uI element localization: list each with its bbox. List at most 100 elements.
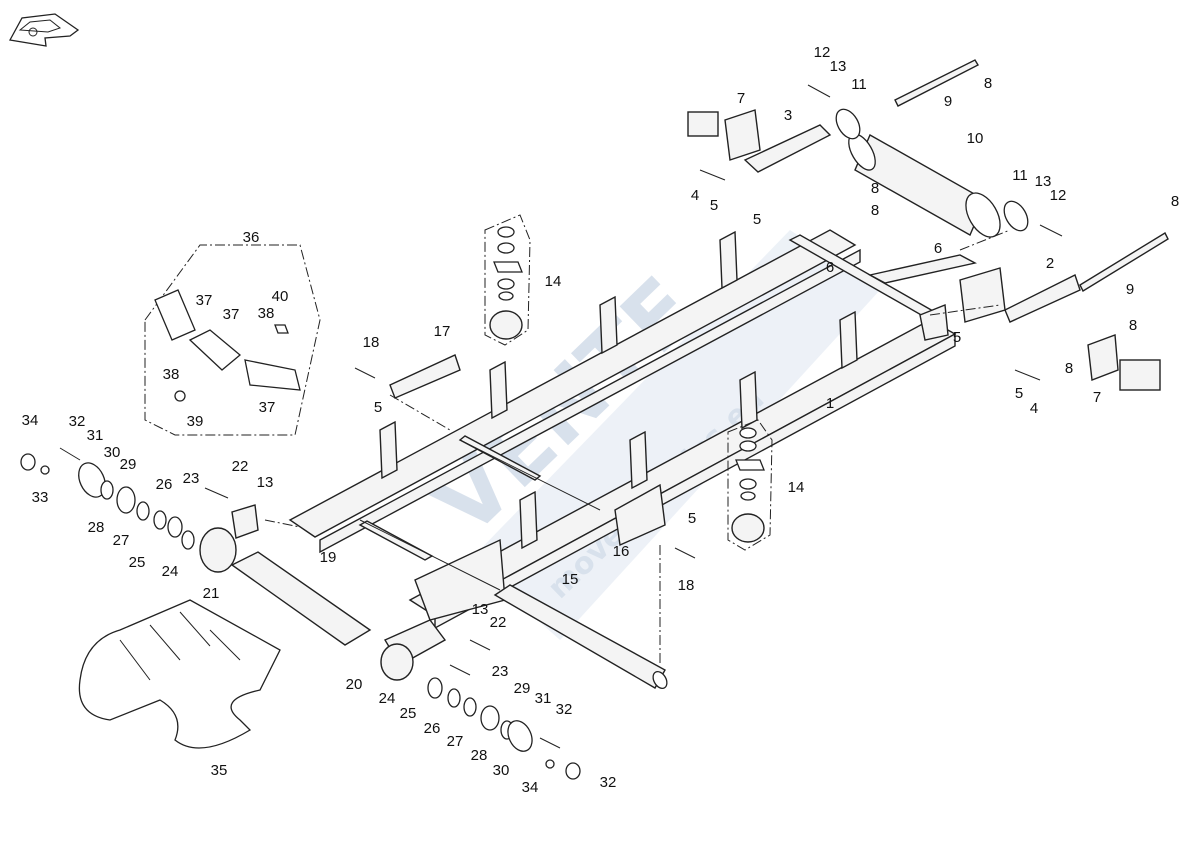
bearing-11-right (1003, 200, 1029, 232)
callout-11: 11 (1012, 167, 1028, 184)
callout-34: 34 (522, 779, 539, 796)
callout-5: 5 (1015, 385, 1023, 402)
callout-9: 9 (944, 93, 952, 110)
callout-5: 5 (688, 510, 696, 527)
spiral-shaft-15 (493, 584, 666, 689)
callout-4: 4 (691, 187, 699, 204)
bracket-3 (743, 124, 832, 173)
callout-14: 14 (788, 479, 805, 496)
drive-hub-21 (199, 527, 237, 573)
callout-8: 8 (871, 180, 879, 197)
detail-box-36 (144, 244, 321, 436)
callout-30: 30 (493, 762, 510, 779)
callout-10: 10 (967, 130, 984, 147)
belt-35 (78, 599, 281, 749)
direction-arrow-icon (8, 13, 80, 47)
bolt-39 (174, 390, 186, 402)
callout-6: 6 (826, 259, 834, 276)
callout-27: 27 (447, 733, 464, 750)
callout-5: 5 (753, 211, 761, 228)
callout-31: 31 (87, 427, 104, 444)
callout-13: 13 (257, 474, 274, 491)
callout-18: 18 (678, 577, 695, 594)
bracket-17 (389, 354, 461, 399)
callout-32: 32 (69, 413, 86, 430)
callout-18: 18 (363, 334, 380, 351)
bracket-2 (1004, 274, 1081, 323)
callout-16: 16 (613, 543, 630, 560)
callout-22: 22 (490, 614, 507, 631)
callout-37: 37 (223, 306, 240, 323)
callout-13: 13 (472, 601, 489, 618)
bearing-11-top (835, 108, 861, 140)
callout-3: 3 (784, 107, 792, 124)
callout-32: 32 (556, 701, 573, 718)
callout-33: 33 (32, 489, 49, 506)
clamp-block (919, 304, 949, 341)
callout-26: 26 (156, 476, 173, 493)
callout-38: 38 (163, 366, 180, 383)
callout-21: 21 (203, 585, 220, 602)
callout-13: 13 (830, 58, 847, 75)
callout-40: 40 (272, 288, 289, 305)
callout-32: 32 (600, 774, 617, 791)
bolts (59, 84, 1063, 749)
callout-37: 37 (259, 399, 276, 416)
callout-20: 20 (346, 676, 363, 693)
callout-4: 4 (1030, 400, 1038, 417)
left-shaft-parts (20, 453, 259, 573)
callout-11: 11 (851, 76, 867, 93)
callout-7: 7 (737, 90, 745, 107)
callout-25: 25 (129, 554, 146, 571)
mount-stack-14-lower (731, 427, 765, 543)
callout-27: 27 (113, 532, 130, 549)
threaded-rod-9-right (1079, 232, 1169, 292)
callout-36: 36 (243, 229, 260, 246)
callout-15: 15 (562, 571, 579, 588)
callout-29: 29 (514, 680, 531, 697)
callout-30: 30 (104, 444, 121, 461)
roller-10 (848, 133, 1001, 238)
callout-5: 5 (710, 197, 718, 214)
callout-28: 28 (88, 519, 105, 536)
assembly-lines (264, 214, 1011, 665)
callout-5: 5 (953, 329, 961, 346)
callout-37: 37 (196, 292, 213, 309)
callout-25: 25 (400, 705, 417, 722)
callout-14: 14 (545, 273, 562, 290)
callout-29: 29 (120, 456, 137, 473)
callout-39: 39 (187, 413, 204, 430)
callout-12: 12 (1050, 187, 1067, 204)
callout-8: 8 (1129, 317, 1137, 334)
motor-7-right (1087, 334, 1161, 391)
front-shaft-parts (380, 619, 581, 780)
threaded-rod-9-top (894, 59, 979, 107)
callout-24: 24 (379, 690, 396, 707)
callout-5: 5 (374, 399, 382, 416)
callout-12: 12 (814, 44, 831, 61)
callout-1: 1 (826, 395, 834, 412)
main-frame (288, 229, 977, 630)
callout-8: 8 (1171, 193, 1179, 210)
callout-8: 8 (1065, 360, 1073, 377)
callout-38: 38 (258, 305, 275, 322)
bellow-37-c (244, 359, 301, 391)
callout-17: 17 (434, 323, 451, 340)
motor-7-top (687, 109, 761, 161)
callout-8: 8 (871, 202, 879, 219)
callout-24: 24 (162, 563, 179, 580)
bellow-37-b (188, 329, 242, 371)
mount-stack-14-upper (489, 226, 523, 340)
callout-26: 26 (424, 720, 441, 737)
callout-22: 22 (232, 458, 249, 475)
callout-31: 31 (535, 690, 552, 707)
end-plate (959, 267, 1006, 323)
callout-13: 13 (1035, 173, 1052, 190)
nut-40 (274, 324, 289, 334)
callout-2: 2 (1046, 255, 1054, 272)
callout-6: 6 (934, 240, 942, 257)
callout-34: 34 (22, 412, 39, 429)
bellow-37-a (154, 289, 196, 341)
